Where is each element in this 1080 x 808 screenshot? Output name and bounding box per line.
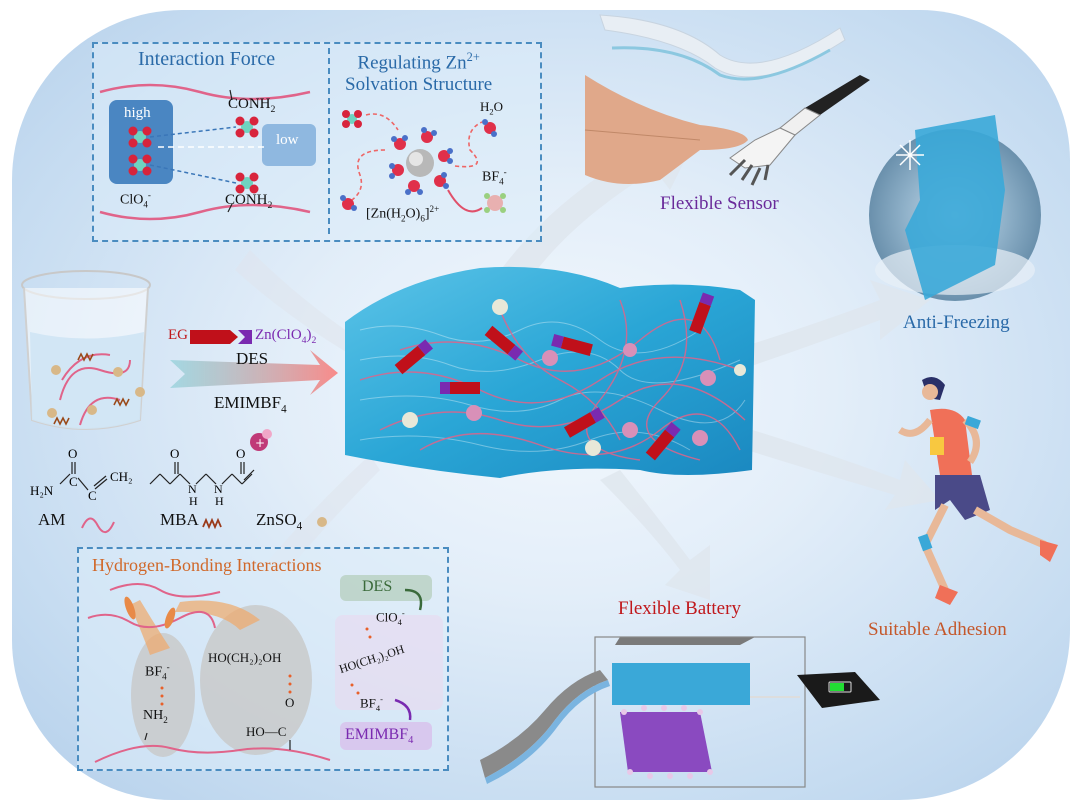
h2o-out-bottom bbox=[340, 195, 357, 211]
znso4-legend-ball bbox=[317, 517, 327, 527]
mba-o1: O bbox=[170, 446, 180, 461]
flexible-sensor-label: Flexible Sensor bbox=[660, 193, 779, 214]
arm-sensor-patch bbox=[964, 415, 981, 430]
bf4-molecule bbox=[484, 193, 506, 213]
mba-o2: O bbox=[236, 446, 246, 461]
am-c2: C bbox=[88, 488, 97, 503]
hbond-bf4-right: BF4- bbox=[360, 694, 383, 713]
des-box bbox=[340, 575, 432, 601]
suitable-adhesion-label: Suitable Adhesion bbox=[868, 619, 1007, 640]
clo4-molecule-top bbox=[235, 116, 259, 138]
solvation-title: Regulating Zn2+ Solvation Structure bbox=[345, 50, 493, 96]
cathode-crystal bbox=[620, 712, 712, 772]
emimbf4-label: EMIMBF4 bbox=[214, 393, 287, 416]
am-ch2: CH₂ bbox=[110, 469, 133, 484]
hbond-eg-formula: HO(CH₂)₂OH bbox=[208, 650, 282, 665]
clo4-label: ClO4- bbox=[120, 190, 151, 210]
runner-shirt bbox=[930, 408, 972, 475]
eg-bar bbox=[190, 330, 230, 344]
battery-icon bbox=[828, 681, 852, 693]
am-h2n: H₂N bbox=[30, 483, 54, 498]
anti-freezing-label: Anti-Freezing bbox=[903, 312, 1010, 333]
clo4-molecule-high-2 bbox=[128, 154, 152, 176]
panel-divider bbox=[328, 48, 330, 234]
anode-plate bbox=[615, 637, 755, 645]
eg-label: EG bbox=[168, 327, 188, 343]
mba-n2: N bbox=[214, 482, 223, 496]
high-label: high bbox=[124, 105, 151, 121]
h2o-out-top bbox=[482, 119, 497, 137]
h2o-label: H2O bbox=[480, 99, 503, 117]
mba-label: MBA bbox=[160, 510, 199, 529]
zn-complex-label: [Zn(H2O)6]2+ bbox=[366, 204, 440, 224]
interaction-force-title: Interaction Force bbox=[138, 48, 276, 70]
arrow-to-antifreeze bbox=[700, 280, 930, 380]
des-label: DES bbox=[236, 349, 269, 368]
arrow-to-battery bbox=[600, 470, 710, 600]
snowflake-icon bbox=[896, 140, 924, 170]
hbond-des-label: DES bbox=[362, 578, 393, 595]
zn-ions bbox=[402, 299, 746, 456]
zn-bar bbox=[238, 330, 252, 344]
am-o: O bbox=[68, 446, 78, 461]
clo4-molecule-bottom bbox=[235, 172, 259, 194]
knee-sensor-patch bbox=[917, 533, 933, 552]
arrow-to-adhesion bbox=[715, 420, 940, 510]
emim-cations bbox=[466, 343, 716, 446]
am-legend-wave bbox=[81, 517, 115, 533]
mba-h2: H bbox=[215, 494, 224, 508]
ice-block bbox=[905, 115, 1005, 300]
low-region bbox=[262, 124, 316, 166]
conh2-bottom-label: CONH2 bbox=[225, 192, 273, 211]
conh2-top-label: CONH2 bbox=[228, 96, 276, 115]
flexible-electrode bbox=[480, 670, 608, 778]
mba-h1: H bbox=[189, 494, 198, 508]
des-pairs bbox=[394, 292, 715, 461]
clo4-incoming bbox=[342, 110, 362, 128]
bf4-label: BF4- bbox=[482, 167, 507, 187]
hbond-bf4-left: BF4- bbox=[145, 662, 170, 682]
robot-arm bbox=[728, 75, 870, 186]
hbond-carbonyl-o: O bbox=[285, 695, 295, 710]
znso4-label: ZnSO4 bbox=[256, 510, 303, 533]
hbond-clo4: ClO4- bbox=[376, 608, 405, 627]
emim-box bbox=[340, 722, 432, 750]
hbond-title: Hydrogen-Bonding Interactions bbox=[92, 555, 322, 575]
battery-charge-level bbox=[830, 683, 844, 691]
gel-electrolyte bbox=[612, 663, 750, 705]
mba-legend-zigzag bbox=[202, 517, 222, 530]
mba-n1: N bbox=[188, 482, 197, 496]
zn-clo4-label: Zn(ClO4)2 bbox=[255, 327, 317, 346]
hbond-nh2: NH2 bbox=[143, 708, 168, 725]
clo4-molecule-high-1 bbox=[128, 126, 152, 148]
flexible-battery-label: Flexible Battery bbox=[618, 598, 741, 619]
hbond-emim-label: EMIMBF4 bbox=[345, 726, 414, 747]
hbond-ho-c: HO—C bbox=[246, 724, 287, 739]
am-label: AM bbox=[38, 510, 66, 529]
low-label: low bbox=[276, 132, 299, 148]
battery-circuit bbox=[594, 636, 806, 788]
am-c: C bbox=[69, 474, 78, 489]
svg-text:+: + bbox=[255, 436, 265, 450]
